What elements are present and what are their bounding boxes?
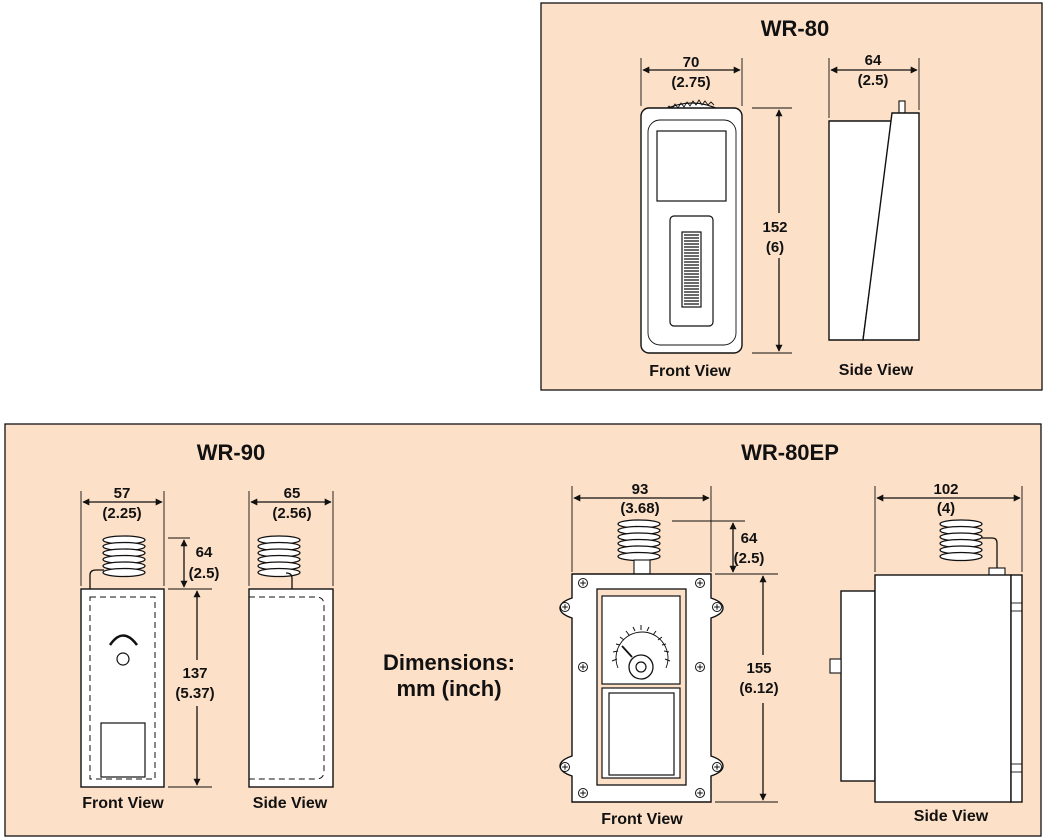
wr90-width-mm: 57 — [114, 485, 131, 502]
wr80ep-dial-ticks — [611, 625, 671, 662]
wr80ep-coil-mm: 64 — [741, 530, 758, 547]
wr80ep-screw-icon-right-top — [712, 602, 722, 612]
wr80-front-view: 70 (2.75) 152 (6) Front View — [640, 54, 792, 380]
wr80-panel: WR-80 70 (2.75) 152 (6) Front View — [540, 2, 1043, 391]
wr80ep-screw-icon-left-bottom — [560, 762, 570, 772]
wr80ep-depth-mm: 102 — [933, 481, 958, 498]
wr80ep-screw-icon-left-top — [560, 602, 570, 612]
wr80-title: WR-80 — [761, 16, 829, 41]
wr80ep-dial-center — [635, 661, 647, 673]
wr80ep-height-mm: 155 — [746, 660, 771, 677]
wr90-side-inner-outline — [249, 596, 325, 780]
wr80ep-side-housing — [874, 574, 1012, 803]
bottom-panel: WR-90 57 (2.25) 64 (2.5) 137 — [4, 423, 1042, 837]
wr80ep-side-caption: Side View — [914, 808, 989, 825]
wr90-front-coil-icon — [102, 535, 146, 578]
wr90-front-arc-icon — [108, 634, 139, 646]
wr80ep-screw-icon-br — [695, 788, 705, 798]
wr80ep-side-flange — [1010, 574, 1023, 803]
wr80-scale-ticks — [684, 234, 699, 305]
wr80-depth-mm: 64 — [865, 52, 882, 69]
wr90-height-mm: 137 — [182, 665, 207, 682]
wr80ep-width-in: (3.68) — [620, 500, 659, 517]
wr80ep-coil-in: (2.5) — [734, 550, 765, 567]
wr80-panel-background — [540, 2, 1043, 391]
wr80ep-depth-in: (4) — [937, 500, 955, 517]
wr80ep-side-cover — [840, 590, 876, 782]
wr90-title: WR-90 — [197, 440, 265, 465]
wr90-coil-mm: 64 — [196, 544, 213, 561]
wr90-depth-in: (2.56) — [272, 505, 311, 522]
wr90-front-view: 57 (2.25) 64 (2.5) 137 (5.37) Front View — [80, 485, 220, 812]
wr90-front-inner-outline — [89, 596, 156, 780]
wr80-side-knob — [898, 100, 906, 114]
wr90-front-capillary — [89, 569, 104, 589]
wr90-side-caption: Side View — [253, 795, 328, 812]
wr80-dial-knurl — [665, 99, 715, 111]
wr80-display-window — [656, 130, 727, 202]
wr90-side-housing — [248, 588, 334, 788]
wr80ep-height-in: (6.12) — [739, 680, 778, 697]
wr80ep-screw-icon-mr — [695, 662, 705, 672]
wr90-side-capillary — [285, 572, 293, 589]
wr80ep-screw-icon-right-bottom — [712, 762, 722, 772]
wr80-scale — [681, 231, 702, 308]
wr90-front-indicator — [116, 652, 130, 666]
dimensions-caption-line1: Dimensions: — [383, 650, 515, 675]
wr80ep-side-view: 102 (4) Side View — [829, 481, 1023, 825]
wr80ep-title: WR-80EP — [741, 440, 839, 465]
wr80ep-screw-icon-bl — [578, 788, 588, 798]
wr80ep-front-caption: Front View — [601, 811, 683, 828]
wr90-side-view: 65 (2.56) Side View — [248, 485, 334, 812]
wr80ep-dial-arc — [615, 631, 669, 669]
wr80-front-caption: Front View — [649, 363, 731, 380]
wr80ep-screw-icon-ml — [578, 662, 588, 672]
wr80ep-lower-window-inner — [608, 692, 675, 776]
wr80-height-in: (6) — [766, 239, 784, 256]
wr90-depth-mm: 65 — [284, 485, 301, 502]
wr80-side-base — [862, 112, 920, 341]
wr80ep-side-knob — [829, 658, 842, 674]
wr80ep-side-coil-icon — [939, 519, 983, 562]
wr80ep-width-mm: 93 — [632, 481, 649, 498]
wr90-front-caption: Front View — [82, 795, 164, 812]
wr90-height-in: (5.37) — [175, 685, 214, 702]
wr80ep-front-view: 93 (3.68) 64 (2.5) 155 (6.12) Front View — [559, 481, 779, 828]
wr80ep-side-capillary — [982, 537, 998, 568]
wr80ep-front-coil-fitting — [633, 559, 651, 575]
wr80-width-in: (2.75) — [671, 74, 710, 91]
wr80ep-screw-icon-tr — [695, 578, 705, 588]
wr90-width-in: (2.25) — [102, 505, 141, 522]
wr80-side-caption: Side View — [839, 362, 914, 379]
wr80-side-view: 64 (2.5) Side View — [828, 52, 920, 379]
wr80ep-dial-pointer — [621, 645, 633, 658]
wr80-face-panel — [647, 119, 737, 346]
dimensions-caption-line2: mm (inch) — [396, 676, 501, 701]
wr80ep-front-coil-icon — [617, 519, 661, 562]
wr80ep-screw-icon-tl — [578, 578, 588, 588]
wr80-depth-in: (2.5) — [858, 72, 889, 89]
wr90-side-coil-icon — [257, 535, 301, 578]
wr80-height-mm: 152 — [762, 219, 787, 236]
wr90-coil-in: (2.5) — [189, 565, 220, 582]
wr80-width-mm: 70 — [683, 54, 700, 71]
wr90-front-window — [100, 722, 146, 778]
